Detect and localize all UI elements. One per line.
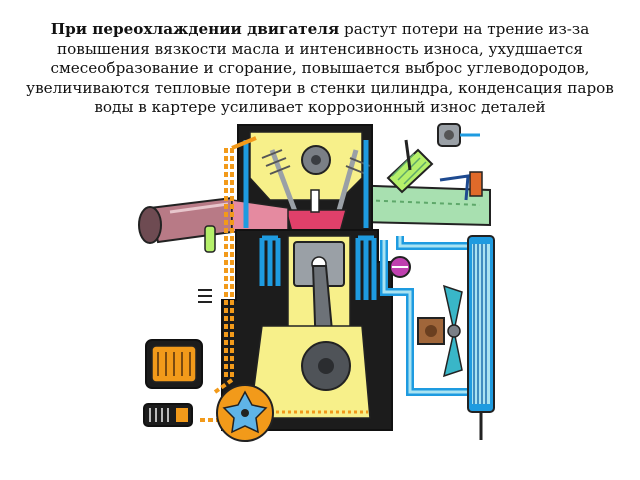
thermostat-icon [389, 256, 411, 278]
spark-plug [310, 189, 320, 213]
water-pump-icon [417, 317, 445, 345]
radiator [467, 235, 495, 440]
exhaust-pipe [138, 196, 233, 244]
cylinder-head [231, 124, 373, 239]
engine-block [221, 229, 393, 431]
coolant-hoses [380, 236, 470, 396]
oil-sensor [198, 225, 216, 303]
intake-valve [335, 149, 359, 215]
air-intake [386, 123, 483, 201]
oil-pump-icon [216, 384, 274, 442]
caption-text: растут потери на трение из-за повышения … [26, 20, 614, 117]
engine-cooling-diagram [138, 123, 495, 442]
fan-icon [442, 284, 463, 378]
oil-pressure-valve [143, 403, 193, 427]
exhaust-valve [269, 149, 299, 215]
oil-filter [145, 339, 203, 389]
diagram-caption: При переохлаждении двигателя растут поте… [14, 20, 626, 118]
caption-lead: При переохлаждении двигателя [50, 20, 340, 39]
